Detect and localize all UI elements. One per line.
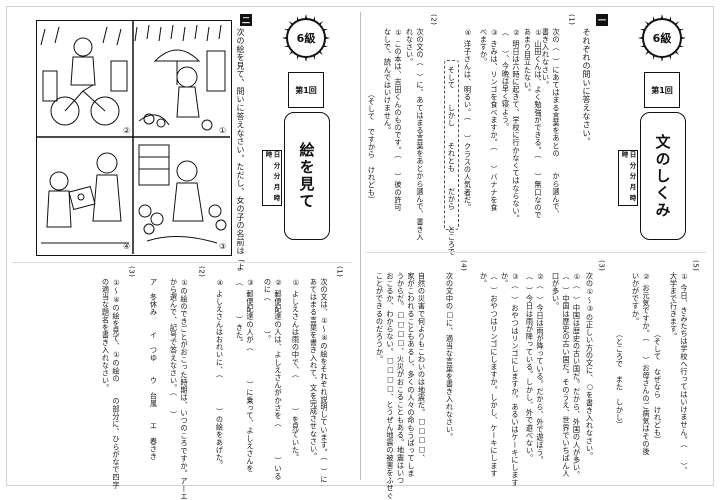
q5-item-1: ① 今日、きみたちは学校へ行ってはいけません。（ ）、 大学まで行きます。 [669, 272, 690, 475]
left-q1-item-1: ① よしえさんは雨の中で、（ ）を見ていた。 [291, 278, 301, 462]
title-scroll-right: 文のしくみ [640, 112, 686, 240]
grade-badge-text: 6級 [642, 18, 682, 58]
q5-word-choices-2: （そして なぜなら けれども） [653, 330, 663, 444]
right-page-separator [366, 252, 706, 253]
q4-label: (4) [459, 260, 469, 272]
left-q3-text: ①～④の絵を見て、①の絵の の部分に、ひらがなで四字 の適当な題名を書き入れなさ… [101, 278, 122, 489]
panel-number-3: ③ [219, 242, 226, 251]
q5-item-2: ② お元気ですか。（ ）お母さんのご病気はその後 いかがですか。 [631, 272, 652, 456]
q3-item-2: ②（ ）今日は雨が降っている。だから、外で遊ぼう。 （ ）今日は雨が降っている。… [525, 272, 546, 464]
page-divider [360, 12, 361, 480]
q2-word-choices: （そして ですから けれども） [367, 90, 377, 204]
round-label-text: 第1回 [295, 85, 317, 95]
section-number-2: 二 [240, 14, 252, 26]
section-number-text: 二 [242, 15, 250, 25]
page-title-right: 文のしくみ [653, 133, 672, 219]
q4-passage: 自然の災害で何よりもこわいのは地震だ。□□□□、 家がこわれることもあるし、多く… [375, 272, 427, 500]
left-q1-item-2: ② 郵便配達の人は、よしえさんがかさを（ ）いる のに（ ）。 [263, 278, 284, 481]
four-panel-illustration: ① ② ③ ④ [36, 20, 232, 256]
q3-item-1: ①（ ）中国は歴史の古い国だ。だから、外国の人が多い。 （ ）中国は歴史の古い国… [551, 272, 582, 479]
q1-word-choices: そして しかし それとも だから ところで [447, 66, 457, 256]
round-label-text: 第1回 [651, 85, 673, 95]
left-q2-label: (2) [197, 266, 207, 278]
score-box-right: 日 分 分 月 時 時 [618, 150, 638, 206]
q1-item-2: ② 明日は六時に起きて、学校に行かなくてはならない。 （ ）、今晩は早く寝よう。 [501, 28, 522, 223]
section-number-1: 一 [596, 14, 608, 26]
section-number-text: 一 [598, 15, 606, 25]
q3-label: (3) [597, 260, 607, 272]
q5-word-choices: （ところで また しかし） [615, 330, 625, 429]
q2-text: 次の文の（ ）に、あてはまる言葉をあとから選んで、書き入 れなさい。 [405, 28, 426, 241]
page-title-left: 絵を見て [297, 142, 316, 210]
left-q1-label: (1) [335, 266, 345, 278]
left-q1-text: 次の文は、①～④の絵をそれぞれ説明しています。（ ）に あてはまる言葉を書き入れ… [309, 278, 330, 484]
q4-text: 次の文中の□に、適当な言葉を書き入れなさい。 [445, 272, 455, 441]
round-label-left: 第1回 [288, 72, 324, 108]
q2-item-1: ① この本は、吉田くんのものです。（ ）彼の許可 なしで、読んではいけません。 [383, 28, 404, 212]
q1-word-choice-box [444, 60, 459, 230]
q1-item-3: ③ きみは、リンゴを食べますか。（ ）バナナを食 べますか。 [479, 28, 500, 212]
grade-badge-left: 6級 [282, 14, 330, 62]
q3-item-3: ③（ ）おやつはリンゴにしますか。あるいはケーキにします か。 （ ）おやつはリ… [479, 272, 521, 487]
panel-number-1: ① [219, 126, 226, 135]
q5-label: (5) [691, 260, 701, 272]
left-q2-choices: ア 冬休み イ つゆ ウ 台風 エ 春さき [149, 278, 159, 461]
score-box-left: 日 分 分 月 時 時 [262, 150, 282, 206]
round-label-right: 第1回 [644, 72, 680, 108]
title-scroll-left: 絵を見て [284, 112, 330, 240]
section1-instruction: それぞれの問いに答えなさい。 [582, 28, 591, 146]
q1-item-1: ① 山田くんは、よく勉強ができる。（ ）無口なので あまり目立たない。 [523, 28, 544, 219]
grade-badge-right: 6級 [638, 14, 686, 62]
left-page-separator [12, 262, 352, 263]
score-box-text: 日 分 分 月 時 時 [264, 151, 280, 202]
q1-item-4: ④ 洋子さんは、明るい。（ ）クラスの人気者だ。 [463, 28, 473, 212]
comic-panels-icon: ① ② ③ ④ [37, 21, 230, 254]
left-q1-item-4: ④ よしえさんはおれいに、（ ）の絵をあげた。 [215, 278, 225, 469]
grade-badge-text: 6級 [286, 18, 326, 58]
q1-label: (1) [567, 14, 577, 26]
q3-text: 次の①～③の正しい方の文に、○を書き入れなさい。 [585, 272, 595, 460]
q2-label: (2) [429, 14, 439, 26]
q1-text: 次の（ ）にあてはまる言葉をあとの から選んで、 書き入れなさい。 [541, 28, 562, 218]
score-box-text: 日 分 分 月 時 時 [620, 151, 636, 202]
left-q2-text: ①の絵のできごとがおこった時期は、いつのころですか。アーエ から選んで、記号で答… [169, 278, 190, 500]
left-q3-label: (3) [127, 266, 137, 278]
left-q1-item-3: ③ 郵便配達の人が（ ）に乗って、よしえさんを （ ）きた。 [235, 278, 256, 473]
panel-number-2: ② [123, 126, 130, 135]
panel-number-4: ④ [123, 242, 130, 251]
